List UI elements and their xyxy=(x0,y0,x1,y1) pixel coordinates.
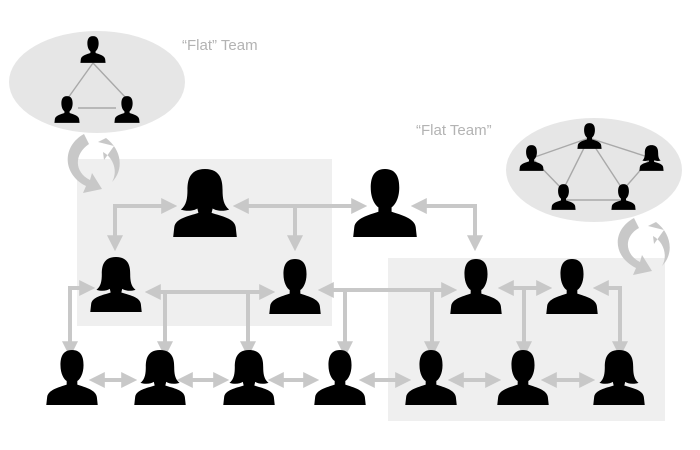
arrow-link xyxy=(62,280,96,358)
person-male-icon xyxy=(353,169,417,237)
connection-arrows xyxy=(62,198,628,388)
cycle-arrows-icon xyxy=(67,134,120,193)
arrow-link xyxy=(410,198,483,252)
flat-team-ellipse-right xyxy=(506,118,682,222)
flat-team-label-right: “Flat Team” xyxy=(416,122,492,139)
arrow-link xyxy=(592,280,628,358)
flat-team-left xyxy=(54,36,140,123)
person-female-icon xyxy=(134,350,186,405)
person-male-icon xyxy=(314,350,366,405)
cycle-arrows-icon xyxy=(617,218,670,275)
flat-team-ellipse-left xyxy=(9,31,185,133)
arrow-link xyxy=(107,198,178,252)
flat-team-right xyxy=(519,123,664,210)
flat-team-label-left: “Flat” Team xyxy=(182,37,258,54)
person-female-icon xyxy=(223,350,275,405)
person-male-icon xyxy=(46,350,98,405)
